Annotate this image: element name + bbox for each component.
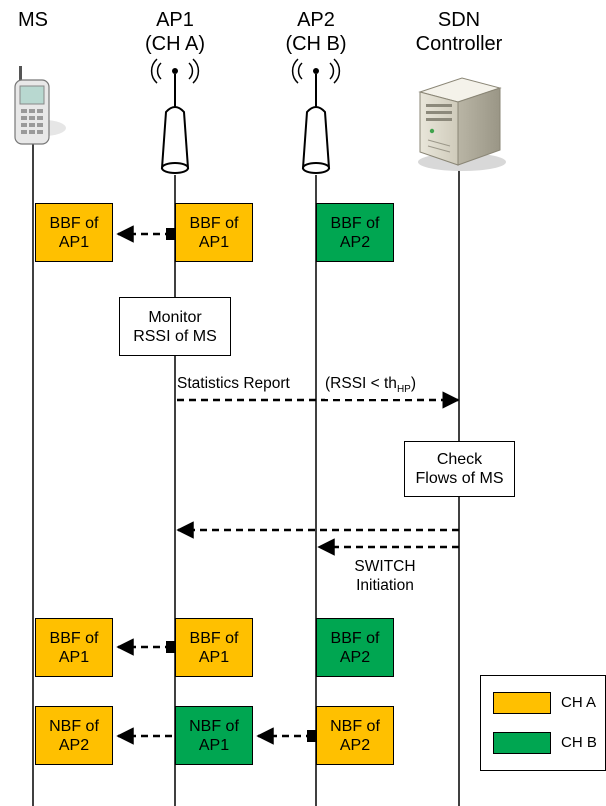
sdn-header: SDN Controller bbox=[398, 8, 520, 56]
statistics-report-label: Statistics Report bbox=[177, 374, 290, 393]
sdn-header-line1: SDN bbox=[437, 9, 481, 31]
rssi-threshold-label: (RSSI < thHP) bbox=[325, 374, 417, 400]
wireless-antenna-icon bbox=[291, 58, 341, 174]
rssi-suffix: ) bbox=[410, 375, 417, 392]
box-line: Flows of MS bbox=[415, 470, 504, 487]
box-line: NBF of bbox=[49, 717, 99, 735]
box-line: AP2 bbox=[58, 736, 90, 754]
mobile-phone-icon bbox=[14, 66, 66, 145]
switch-line1: SWITCH bbox=[354, 558, 416, 575]
switch-initiation-label: SWITCH Initiation bbox=[335, 557, 435, 595]
box-line: BBF of bbox=[49, 214, 99, 232]
box-line: Check bbox=[436, 451, 483, 468]
statistics-report-text: Statistics Report bbox=[177, 375, 290, 392]
legend: CH A CH B bbox=[480, 675, 606, 771]
switch-line2: Initiation bbox=[356, 577, 414, 594]
ap1-header: AP1 (CH A) bbox=[125, 8, 225, 56]
server-icon bbox=[418, 77, 506, 171]
box-line: NBF of bbox=[330, 717, 380, 735]
rssi-prefix: (RSSI < th bbox=[325, 375, 397, 392]
box-line: AP1 bbox=[198, 233, 230, 251]
box-line: RSSI of MS bbox=[133, 327, 217, 345]
ap2-header-line1: AP2 bbox=[297, 9, 335, 31]
wireless-antenna-icon bbox=[150, 58, 200, 174]
legend-label-ch-a: CH A bbox=[561, 694, 597, 711]
legend-swatch-ch-a bbox=[493, 692, 551, 714]
legend-label-ch-b: CH B bbox=[561, 734, 597, 751]
nbf-forward-arrow bbox=[256, 727, 316, 745]
ms-header: MS bbox=[6, 8, 60, 32]
ap2-header-line2: (CH B) bbox=[285, 33, 347, 55]
box-line: BBF of bbox=[49, 629, 99, 647]
box-line: AP2 bbox=[339, 736, 371, 754]
legend-swatch-ch-b bbox=[493, 732, 551, 754]
box-line: NBF of bbox=[189, 717, 239, 735]
rssi-subscript: HP bbox=[396, 384, 411, 396]
box-line: AP1 bbox=[58, 233, 90, 251]
box-line: AP2 bbox=[339, 648, 371, 666]
box-line: BBF of bbox=[189, 629, 239, 647]
box-line: BBF of bbox=[330, 629, 380, 647]
box-line: AP1 bbox=[198, 736, 230, 754]
box-line: Monitor bbox=[148, 308, 202, 326]
box-line: BBF of bbox=[330, 214, 380, 232]
bbf-forward-arrow bbox=[116, 225, 175, 243]
box-line: AP1 bbox=[198, 648, 230, 666]
ap1-header-line1: AP1 bbox=[156, 9, 194, 31]
box-line: AP2 bbox=[339, 233, 371, 251]
box-line: BBF of bbox=[189, 214, 239, 232]
bbf-forward-arrow bbox=[116, 638, 175, 656]
ap2-header: AP2 (CH B) bbox=[266, 8, 366, 56]
box-line: AP1 bbox=[58, 648, 90, 666]
sdn-header-line2: Controller bbox=[415, 33, 503, 55]
ap1-header-line2: (CH A) bbox=[145, 33, 205, 55]
ms-header-label: MS bbox=[18, 9, 48, 31]
